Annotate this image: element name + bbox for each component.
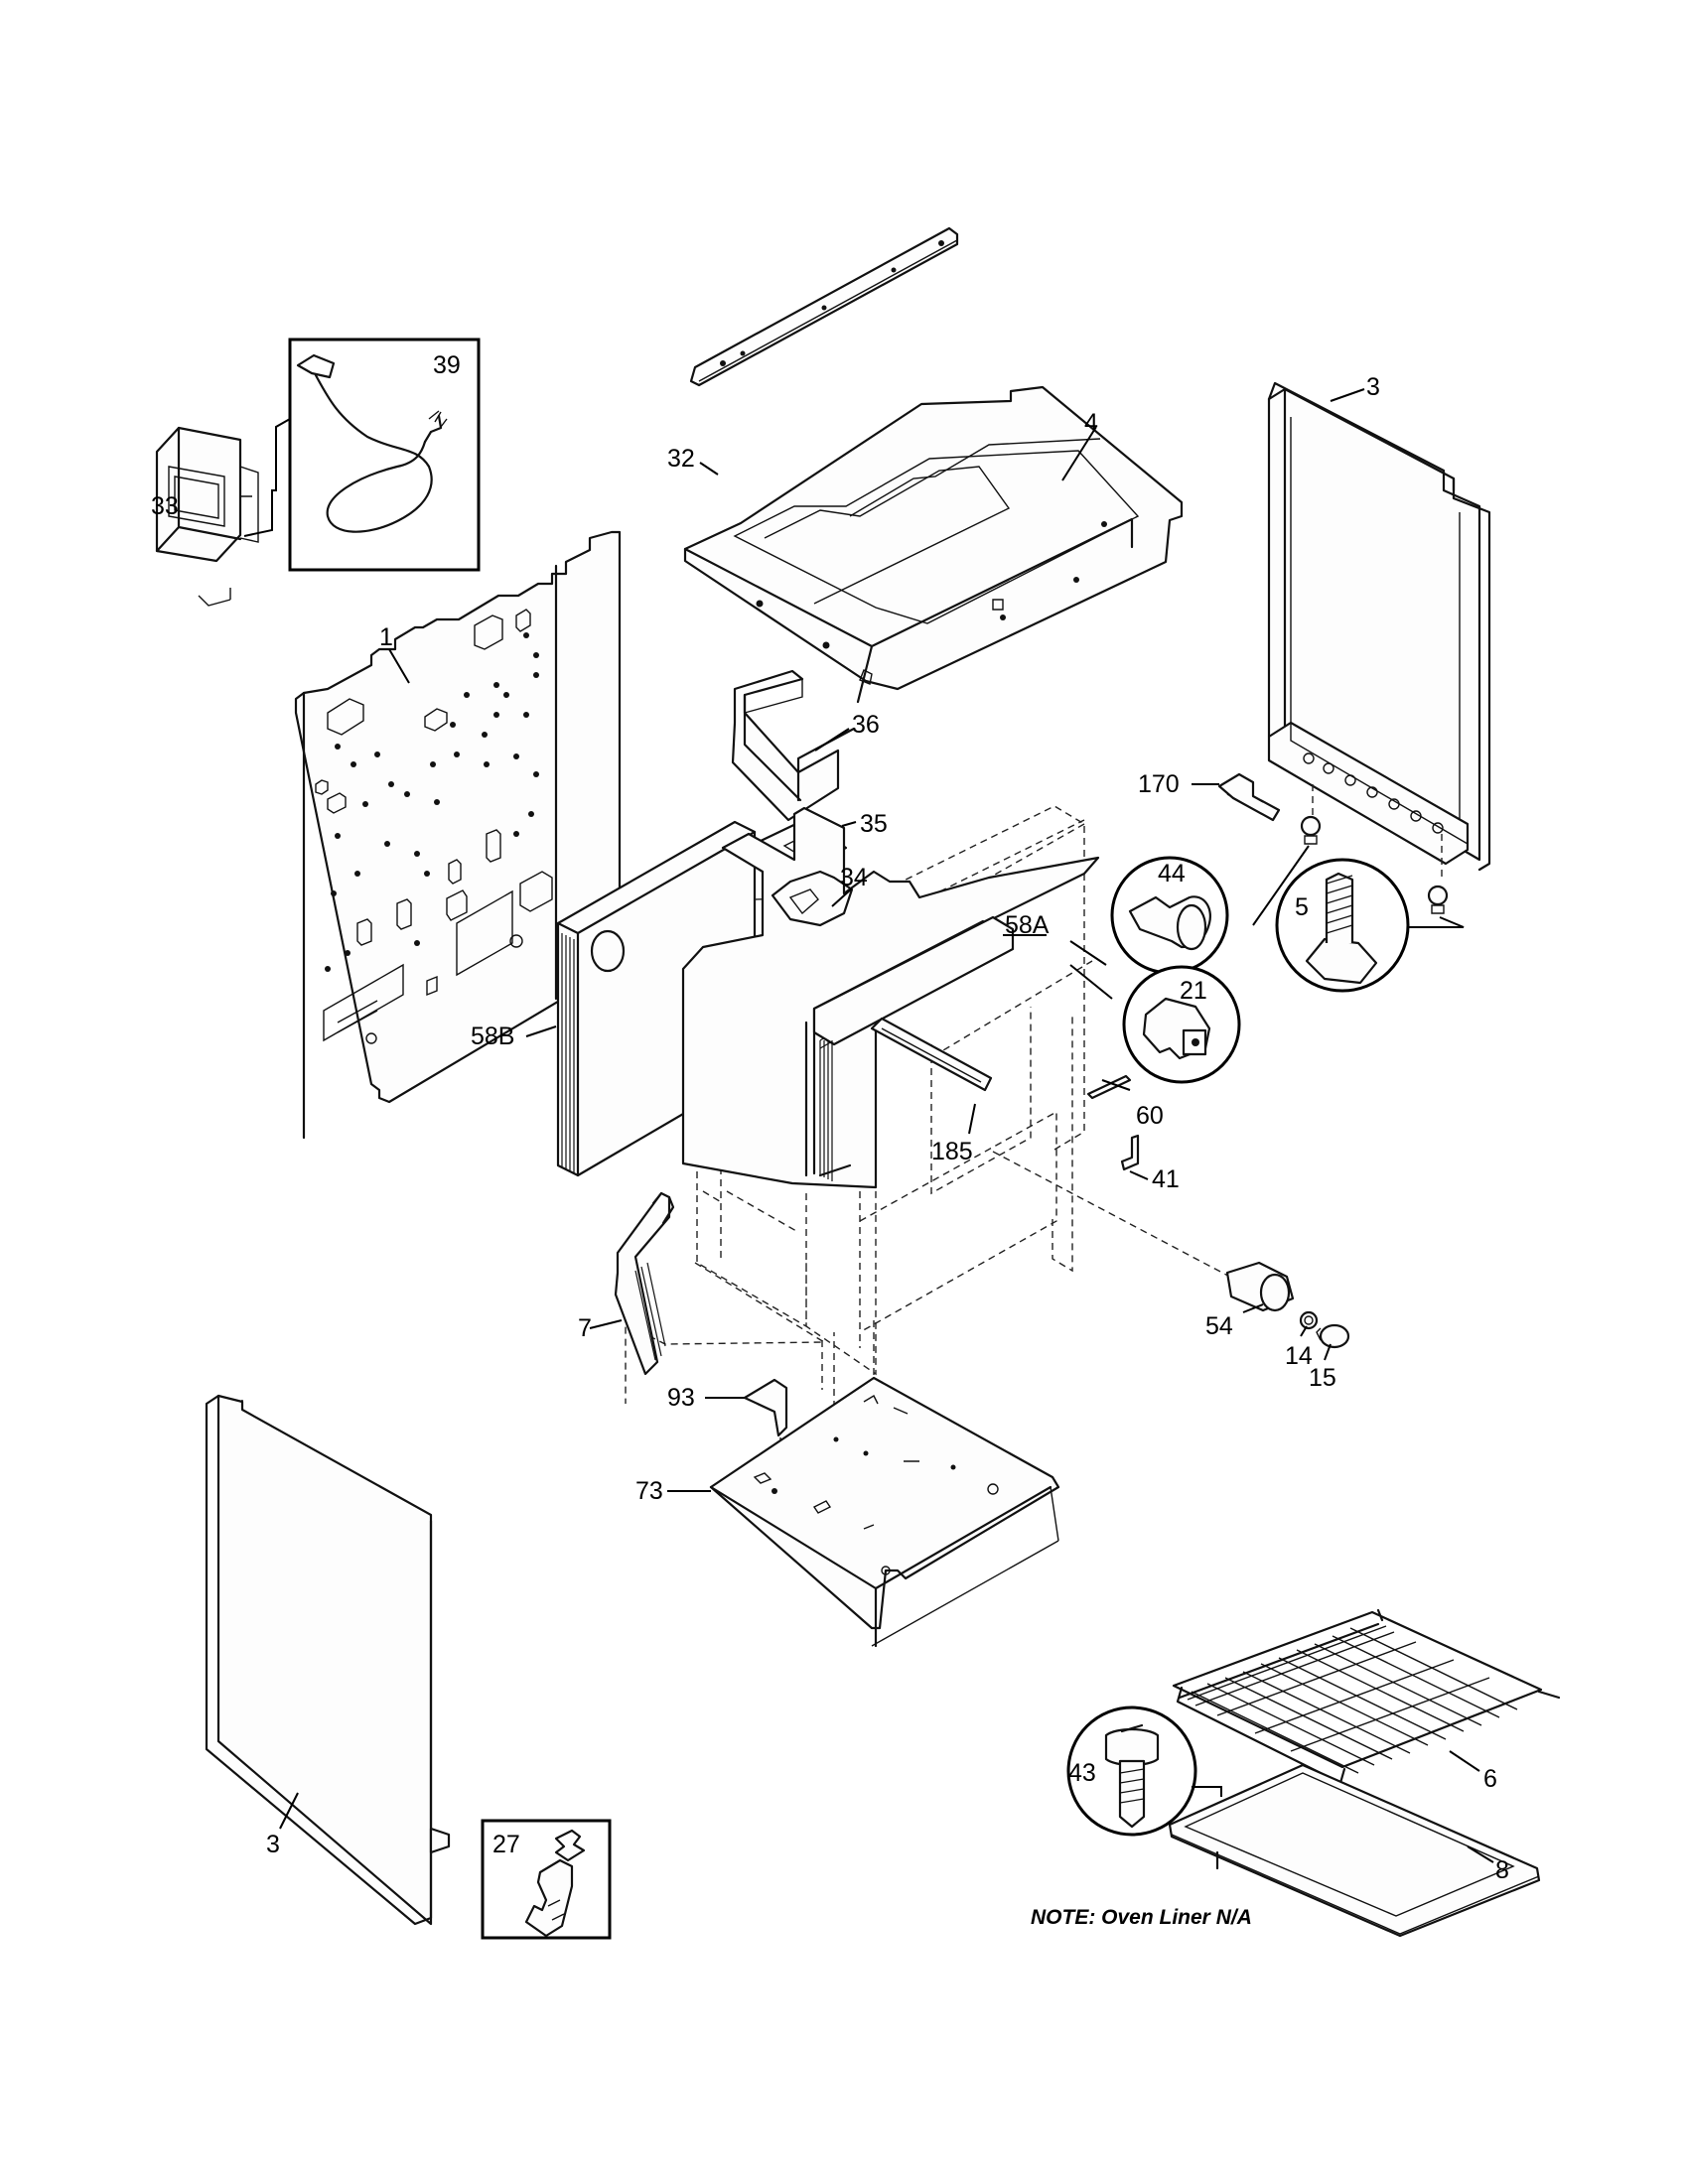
callout-54: 54 <box>1205 1312 1233 1340</box>
part-32-bracket-strip <box>689 226 959 387</box>
callout-44: 44 <box>1158 860 1186 887</box>
part-54-socket <box>992 1151 1295 1312</box>
part-8-oven-liner <box>1168 1763 1541 1938</box>
callout-73: 73 <box>635 1477 663 1505</box>
callout-14: 14 <box>1285 1342 1313 1370</box>
oven-liner-note: NOTE: Oven Liner N/A <box>1031 1906 1252 1929</box>
callout-8: 8 <box>1495 1856 1509 1884</box>
part-73-bottom-pan <box>709 1376 1060 1648</box>
callout-27: 27 <box>492 1831 520 1858</box>
callout-60: 60 <box>1136 1102 1164 1130</box>
part-3-side-panel-left <box>205 1394 451 1926</box>
callout-93: 93 <box>667 1384 695 1412</box>
callout-7: 7 <box>578 1314 592 1342</box>
part-7-hinge <box>614 1191 675 1376</box>
part-27-clip-box <box>481 1819 612 1940</box>
part-6-oven-rack <box>1172 1608 1561 1785</box>
callout-6: 6 <box>1483 1765 1497 1793</box>
part-1-back-panel <box>294 530 622 1140</box>
callout-35: 35 <box>860 810 888 838</box>
callout-41: 41 <box>1152 1165 1180 1193</box>
callout-1: 1 <box>379 623 393 651</box>
part-4-support-pan <box>683 385 1184 704</box>
detail-44-knob <box>1110 856 1229 975</box>
callout-58a: 58A <box>1005 911 1050 939</box>
part-170-bracket <box>1217 772 1281 822</box>
part-14-lamp-ring <box>1299 1310 1319 1330</box>
callout-3-top: 3 <box>1366 373 1380 401</box>
part-58a-insulation <box>681 806 1100 1189</box>
callout-170: 170 <box>1138 770 1180 798</box>
part-33-terminal-block <box>155 418 291 607</box>
callout-33: 33 <box>151 492 179 520</box>
detail-43-screw <box>1066 1706 1197 1837</box>
callout-58b: 58B <box>471 1023 514 1050</box>
callout-5: 5 <box>1295 893 1309 921</box>
callout-21: 21 <box>1180 977 1207 1005</box>
part-60-pin <box>1086 1074 1132 1100</box>
part-41-clip <box>1120 1134 1140 1171</box>
part-3-side-panel-right <box>1267 381 1491 872</box>
callout-15: 15 <box>1309 1364 1336 1392</box>
detail-21-clip <box>1122 965 1241 1084</box>
callout-36: 36 <box>852 711 880 739</box>
part-36-vent-duct <box>731 669 856 822</box>
part-39-power-cord <box>288 338 481 572</box>
callout-39: 39 <box>433 351 461 379</box>
part-15-bulb <box>1316 1323 1350 1349</box>
callout-3-bottom: 3 <box>266 1831 280 1858</box>
callout-32: 32 <box>667 445 695 473</box>
callout-185: 185 <box>931 1138 973 1165</box>
leveling-screws <box>1252 784 1465 928</box>
callout-4: 4 <box>1084 409 1098 437</box>
callout-labels: 39 33 32 4 3 1 36 35 170 34 44 5 58A 21 … <box>151 351 1509 1884</box>
callout-34: 34 <box>840 864 868 891</box>
callout-43: 43 <box>1068 1759 1096 1787</box>
leader-lines <box>279 388 1494 1863</box>
detail-5-leveling-leg <box>1275 858 1410 993</box>
part-185-vent-slot <box>870 1017 993 1092</box>
